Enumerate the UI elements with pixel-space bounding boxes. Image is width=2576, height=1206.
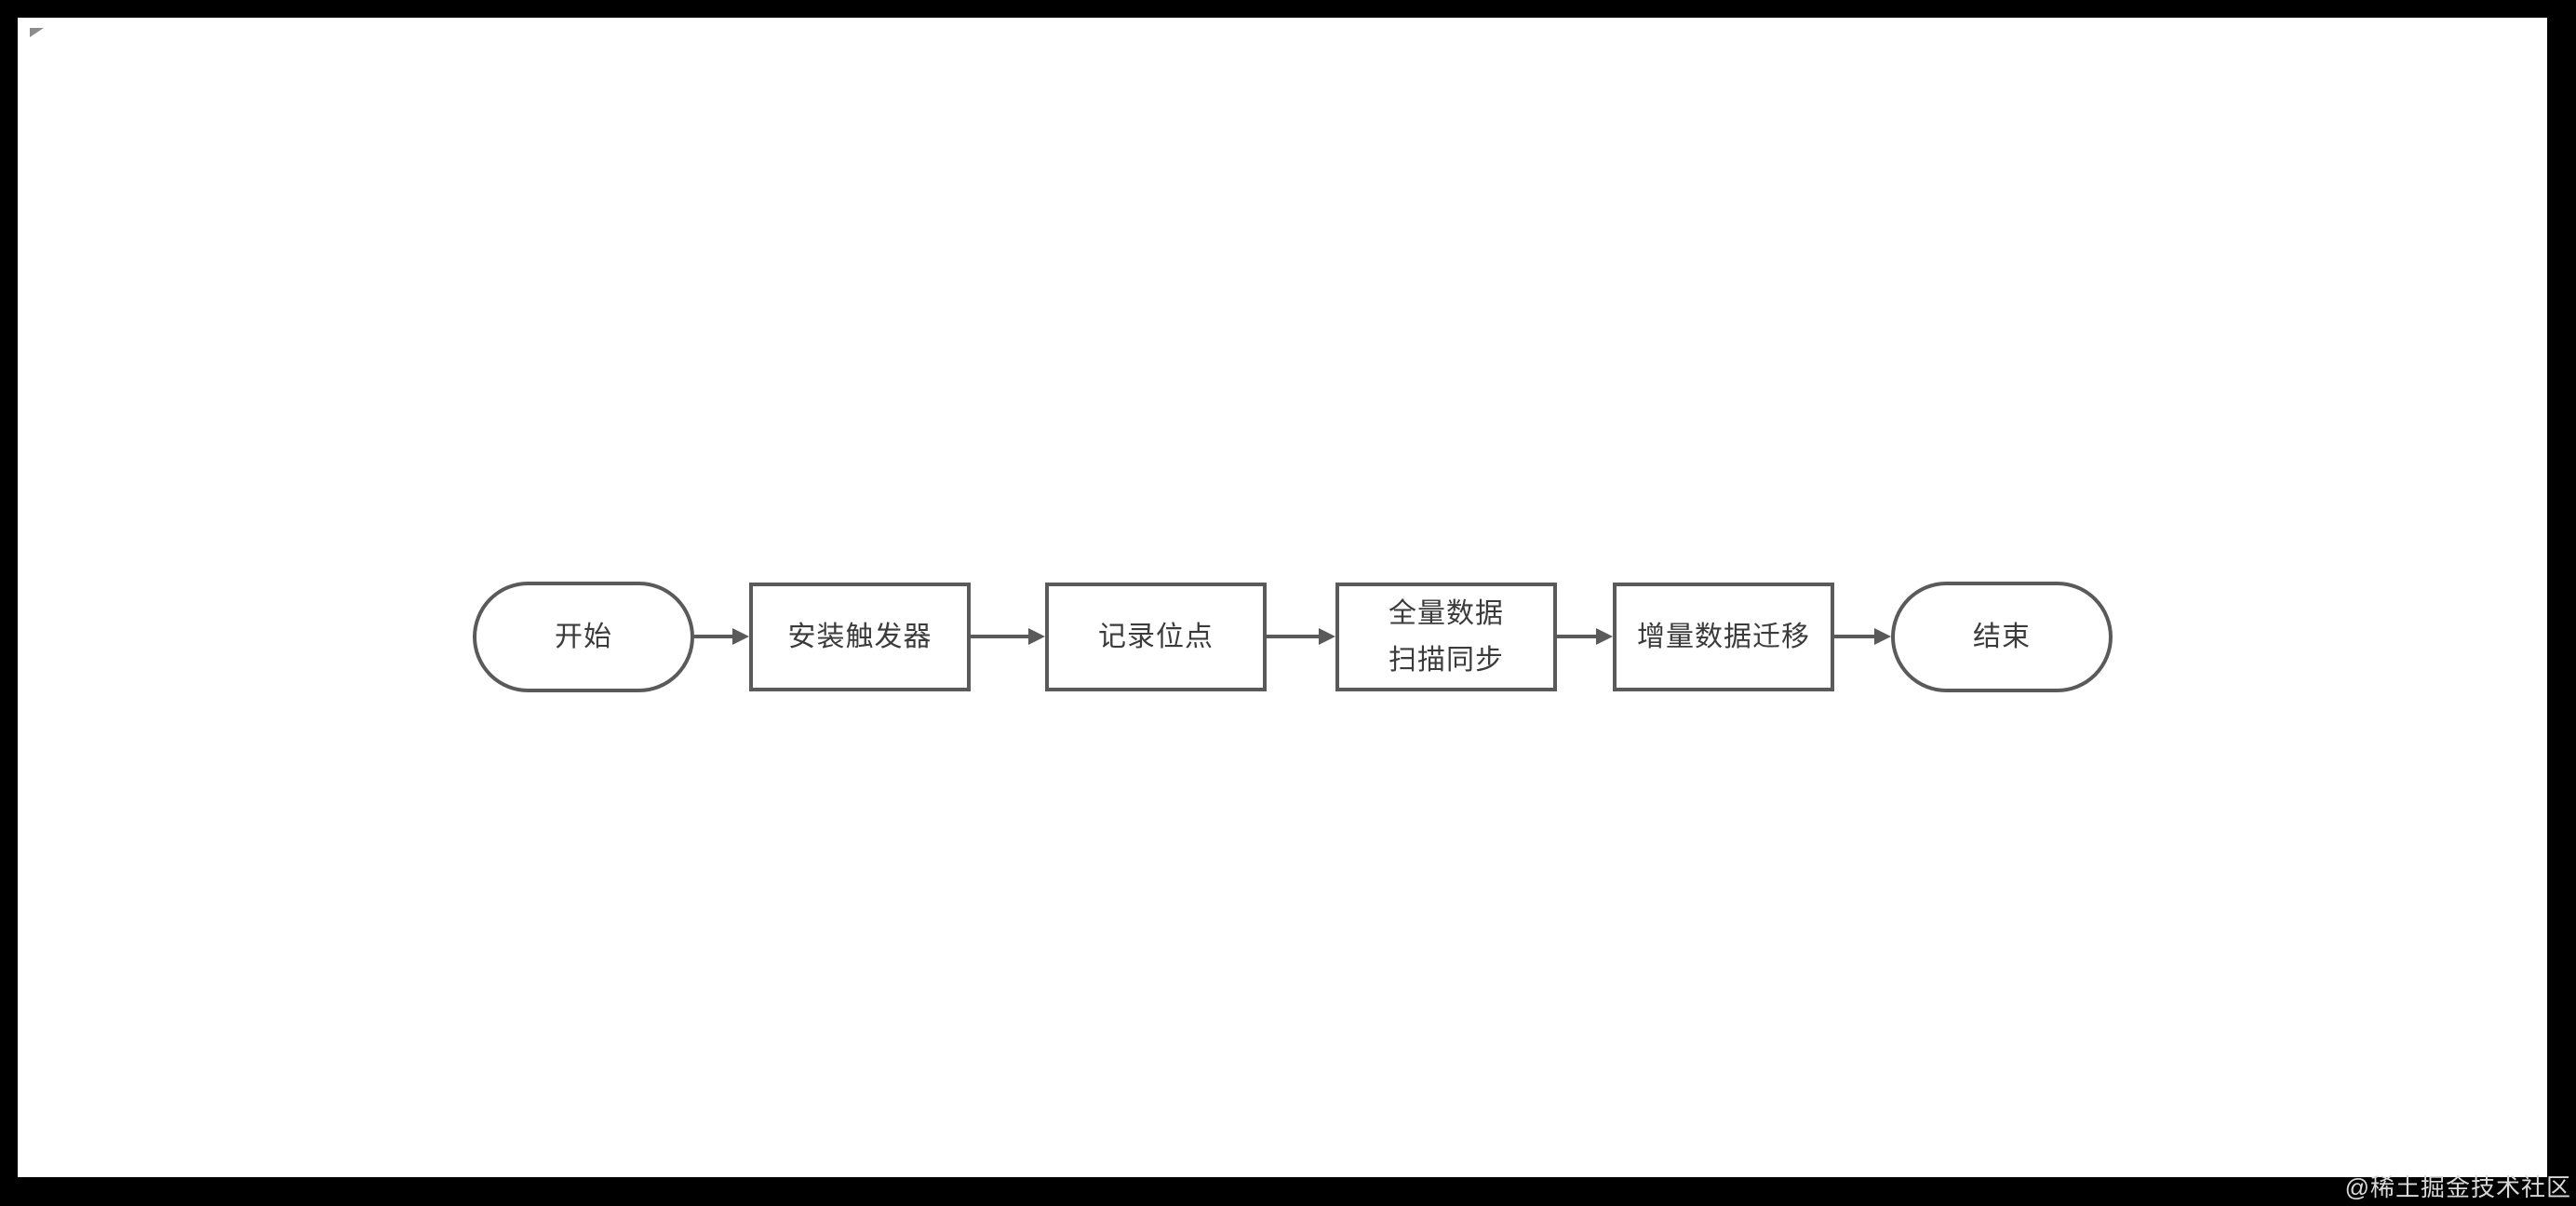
corner-fold-artifact [30,28,44,37]
flow-node-label: 记录位点 [1098,621,1214,652]
flow-node-start: 开始 [473,582,694,692]
flow-node-end: 结束 [1891,582,2113,692]
arrow-head-icon [732,628,749,645]
flow-node-label-line2: 扫描同步 [1389,644,1504,676]
flow-node-label: 开始 [555,621,612,652]
arrow-shaft [1267,635,1319,638]
flow-node-label: 安装触发器 [787,621,932,652]
arrow-shaft [694,635,732,638]
arrow-head-icon [1874,628,1891,645]
flow-arrow-fullscan-to-incremental [1557,628,1613,645]
diagram-canvas: 开始 安装触发器 记录位点 全量数据 扫描同步 增量 [18,18,2547,1177]
arrow-head-icon [1319,628,1335,645]
arrow-head-icon [1028,628,1045,645]
flow-node-incremental-data-migration: 增量数据迁移 [1613,583,1834,691]
watermark: @稀土掘金技术社区 [2344,1173,2571,1201]
flow-node-full-data-scan-sync: 全量数据 扫描同步 [1335,583,1557,691]
arrow-shaft [971,635,1028,638]
flow-node-record-position: 记录位点 [1045,583,1267,691]
flow-node-label: 结束 [1973,621,2031,652]
flow-arrow-incremental-to-end [1834,628,1891,645]
arrow-shaft [1557,635,1596,638]
arrow-shaft [1834,635,1874,638]
flow-arrow-install-to-record [971,628,1045,645]
arrow-head-icon [1596,628,1613,645]
flow-arrow-start-to-install [694,628,749,645]
flow-node-install-trigger: 安装触发器 [749,583,971,691]
flow-node-label-line1: 全量数据 [1389,597,1504,629]
flow-node-label: 增量数据迁移 [1637,621,1810,652]
flow-arrow-record-to-fullscan [1267,628,1335,645]
